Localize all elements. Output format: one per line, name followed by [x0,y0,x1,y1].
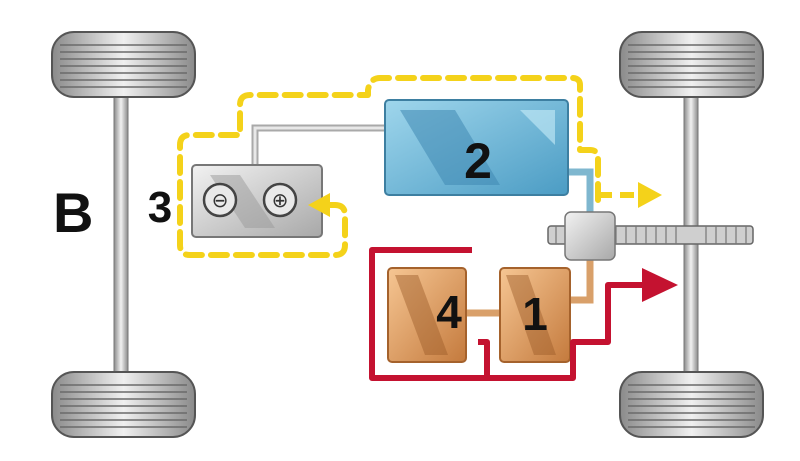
label-generator: 4 [436,286,462,338]
engine-1 [499,267,571,363]
mechanical-flow-path [369,247,678,381]
pipe-engine-to-coupler [568,258,594,304]
tire-rear-right [619,371,764,438]
negative-terminal-symbol: ⊖ [212,188,229,212]
negative-terminal-icon [202,182,238,218]
mechanical-flow-arrow [642,268,678,302]
tire-front-right [619,31,764,98]
positive-terminal-symbol: ⊕ [272,188,289,212]
tire-rear-left [51,371,196,438]
left-axle [113,79,129,381]
pipe-battery-to-pack-inner [253,126,385,165]
positive-terminal-icon [262,182,298,218]
electric-flow-arrow-left [308,193,330,217]
power-coupler [564,211,616,261]
pipe-battery-to-pack [251,124,385,165]
auxiliary-battery-3: ⊖ ⊕ [191,164,323,238]
electric-flow-arrow-right [638,182,662,208]
battery-pack-2 [384,99,569,196]
panel-letter: B [53,181,93,244]
generator-4 [387,267,467,363]
tire-front-left [51,31,196,98]
pipe-pack-to-coupler [568,168,594,212]
label-engine: 1 [522,288,548,340]
label-auxiliary-battery: 3 [148,183,172,232]
electric-flow-path [177,75,662,258]
label-battery-pack: 2 [464,133,492,189]
